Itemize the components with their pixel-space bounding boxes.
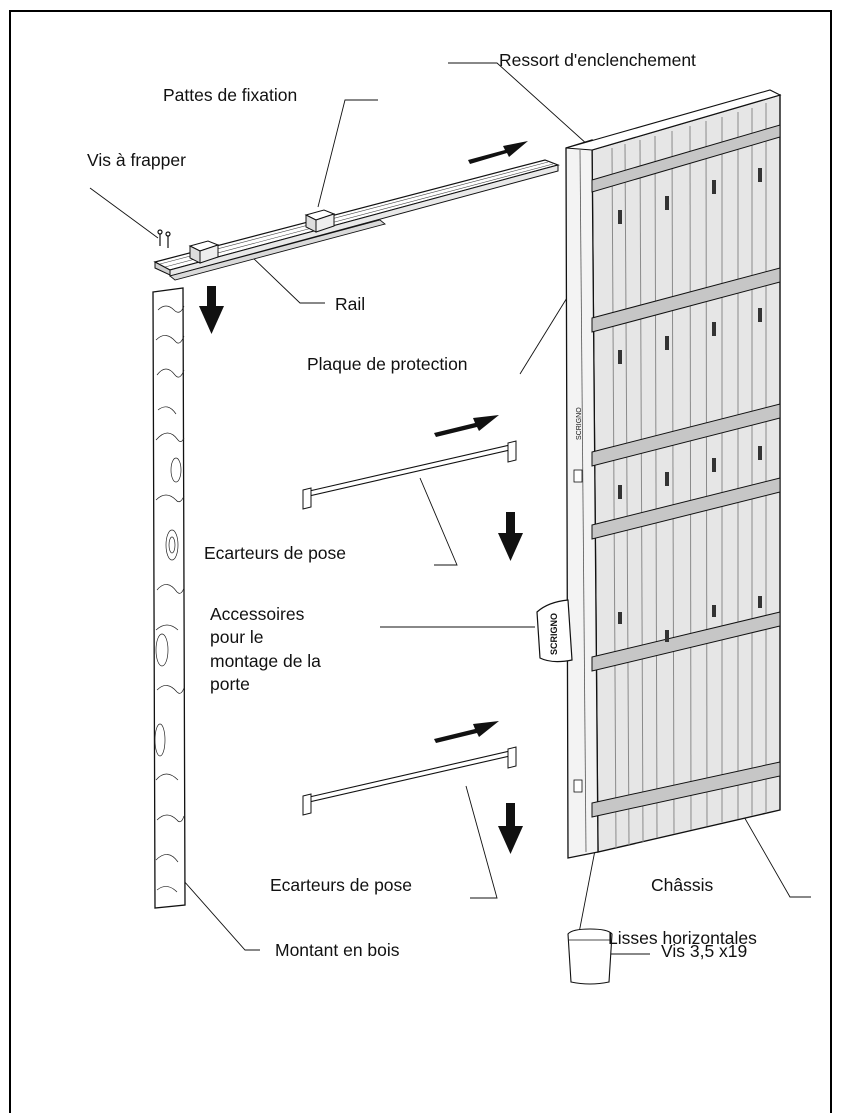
diagram-frame	[9, 10, 832, 1113]
label-accessoires-4: porte	[210, 674, 250, 694]
arrow-ecarteur1-down	[498, 512, 523, 561]
label-ecarteurs-2: Ecarteurs de pose	[270, 875, 412, 895]
label-chassis: Châssis	[651, 875, 713, 895]
label-rail: Rail	[335, 294, 365, 314]
label-lisses: Lisses horizontales	[608, 928, 757, 948]
knock-in-screws	[157, 229, 171, 248]
accessories-bag: SCRIGNO	[536, 599, 573, 663]
side-brand-label: SCRIGNO	[576, 407, 583, 440]
label-plaque: Plaque de protection	[307, 354, 468, 374]
rail-clip-1	[188, 240, 220, 264]
arrow-rail-right	[468, 141, 528, 164]
leader-pattes	[317, 99, 378, 208]
label-pattes: Pattes de fixation	[163, 85, 297, 105]
brand-stamps	[618, 168, 762, 642]
label-ecarteurs-1: Ecarteurs de pose	[204, 543, 346, 563]
leader-ecarteurs-1	[419, 477, 458, 566]
spacer-bar-1	[302, 440, 517, 510]
label-accessoires-2: pour le	[210, 627, 264, 647]
arrow-ecarteur2-down	[498, 803, 523, 854]
arrow-ecarteur2-right	[434, 721, 499, 743]
bag-brand-label: SCRIGNO	[549, 613, 559, 655]
pocket-door-chassis: SCRIGNO	[565, 89, 782, 859]
label-vis-frapper: Vis à frapper	[87, 150, 186, 170]
labels: Ressort d'enclenchement Pattes de fixati…	[87, 50, 757, 961]
label-ressort: Ressort d'enclenchement	[499, 50, 696, 70]
leader-montant	[182, 879, 260, 951]
leader-rail	[251, 256, 325, 304]
label-montant: Montant en bois	[275, 940, 400, 960]
horizontal-rails	[591, 124, 781, 818]
motion-arrows	[199, 141, 528, 854]
label-accessoires-3: montage de la	[210, 651, 321, 671]
leader-vis-frapper	[89, 187, 159, 239]
spacer-bar-2	[302, 746, 517, 816]
arrow-ecarteur1-right	[434, 415, 499, 437]
wooden-upright	[152, 287, 186, 909]
rail	[153, 159, 560, 281]
arrow-montant-down	[199, 286, 224, 334]
label-vis-small: Vis 3,5 x19	[661, 941, 747, 961]
leader-ecarteurs-2	[465, 785, 498, 899]
label-accessoires-1: Accessoires	[210, 604, 305, 624]
screws-bag	[567, 928, 613, 985]
rail-clip-2	[304, 209, 336, 233]
leader-ressort	[448, 62, 589, 146]
